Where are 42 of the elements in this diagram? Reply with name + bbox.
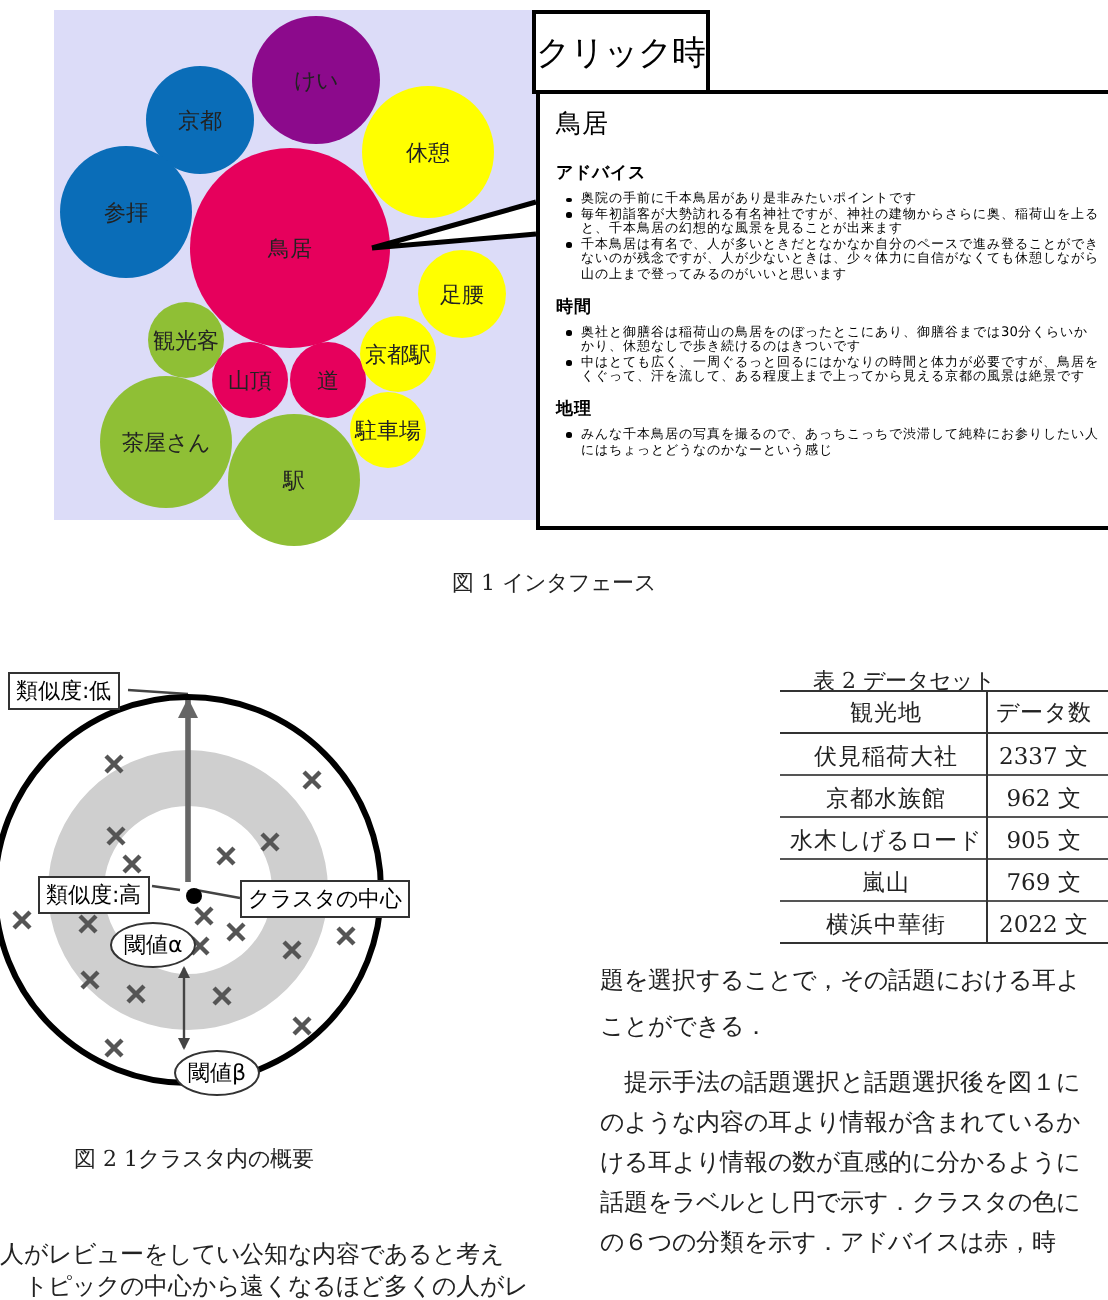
body-text: 人がレビューをしてい公知な内容であると考え	[0, 1240, 504, 1272]
sentence-count: 905 文	[1006, 826, 1082, 856]
body-text: 提示手法の話題選択と話題選択後を図１に	[624, 1068, 1080, 1100]
panel-heading: 鳥居	[556, 108, 610, 142]
place-name: 伏見稲荷大社	[814, 742, 958, 772]
center-dot	[186, 888, 202, 904]
table-header: データ数	[996, 698, 1092, 728]
figure-caption: 図 1 インタフェース	[452, 568, 656, 598]
body-text: 話題をラベルとし円で示す．クラスタの色に	[600, 1188, 1080, 1220]
body-text: 題を選択することで，その話題における耳よ	[600, 966, 1080, 998]
callout-label: クラスタの中心	[240, 880, 410, 918]
leader-line	[151, 884, 181, 892]
arrow	[178, 698, 198, 882]
place-name: 横浜中華街	[826, 910, 946, 940]
body-text: ことができる．	[600, 1012, 768, 1044]
section-heading: 地理	[556, 397, 594, 422]
figure-caption: 図 2 1クラスタ内の概要	[74, 1144, 314, 1174]
leader-line	[195, 888, 241, 900]
callout-pointer	[369, 199, 539, 251]
arrow	[178, 966, 190, 1050]
sentence-count: 2022 文	[999, 910, 1089, 940]
sentence-count: 962 文	[1006, 784, 1082, 814]
place-name: 水木しげるロード	[790, 826, 982, 856]
place-name: 嵐山	[862, 868, 910, 898]
similarity-label: 類似度:高	[38, 876, 150, 914]
section-heading: アドバイス	[556, 162, 648, 186]
leader-line	[127, 688, 189, 696]
similarity-label: 類似度:低	[8, 672, 120, 710]
sentence-count: 769 文	[1006, 868, 1082, 898]
tab-label: クリック時	[532, 10, 710, 94]
body-text: ける耳より情報の数が直感的に分かるように	[600, 1148, 1080, 1180]
section-heading: 時間	[556, 295, 594, 320]
body-text: トピックの中心から遠くなるほど多くの人がレ	[24, 1272, 528, 1300]
table-header: 観光地	[850, 698, 922, 728]
body-text: のような内容の耳より情報が含まれているか	[600, 1108, 1080, 1140]
threshold-bubble: 閾値α	[110, 922, 197, 968]
threshold-bubble: 閾値β	[174, 1050, 261, 1096]
place-name: 京都水族館	[826, 784, 946, 814]
body-text: の６つの分類を示す．アドバイスは赤，時	[600, 1228, 1056, 1260]
detail-panel	[536, 90, 1108, 530]
sentence-count: 2337 文	[999, 742, 1089, 772]
table-title: 表 2 データセット	[813, 666, 995, 696]
